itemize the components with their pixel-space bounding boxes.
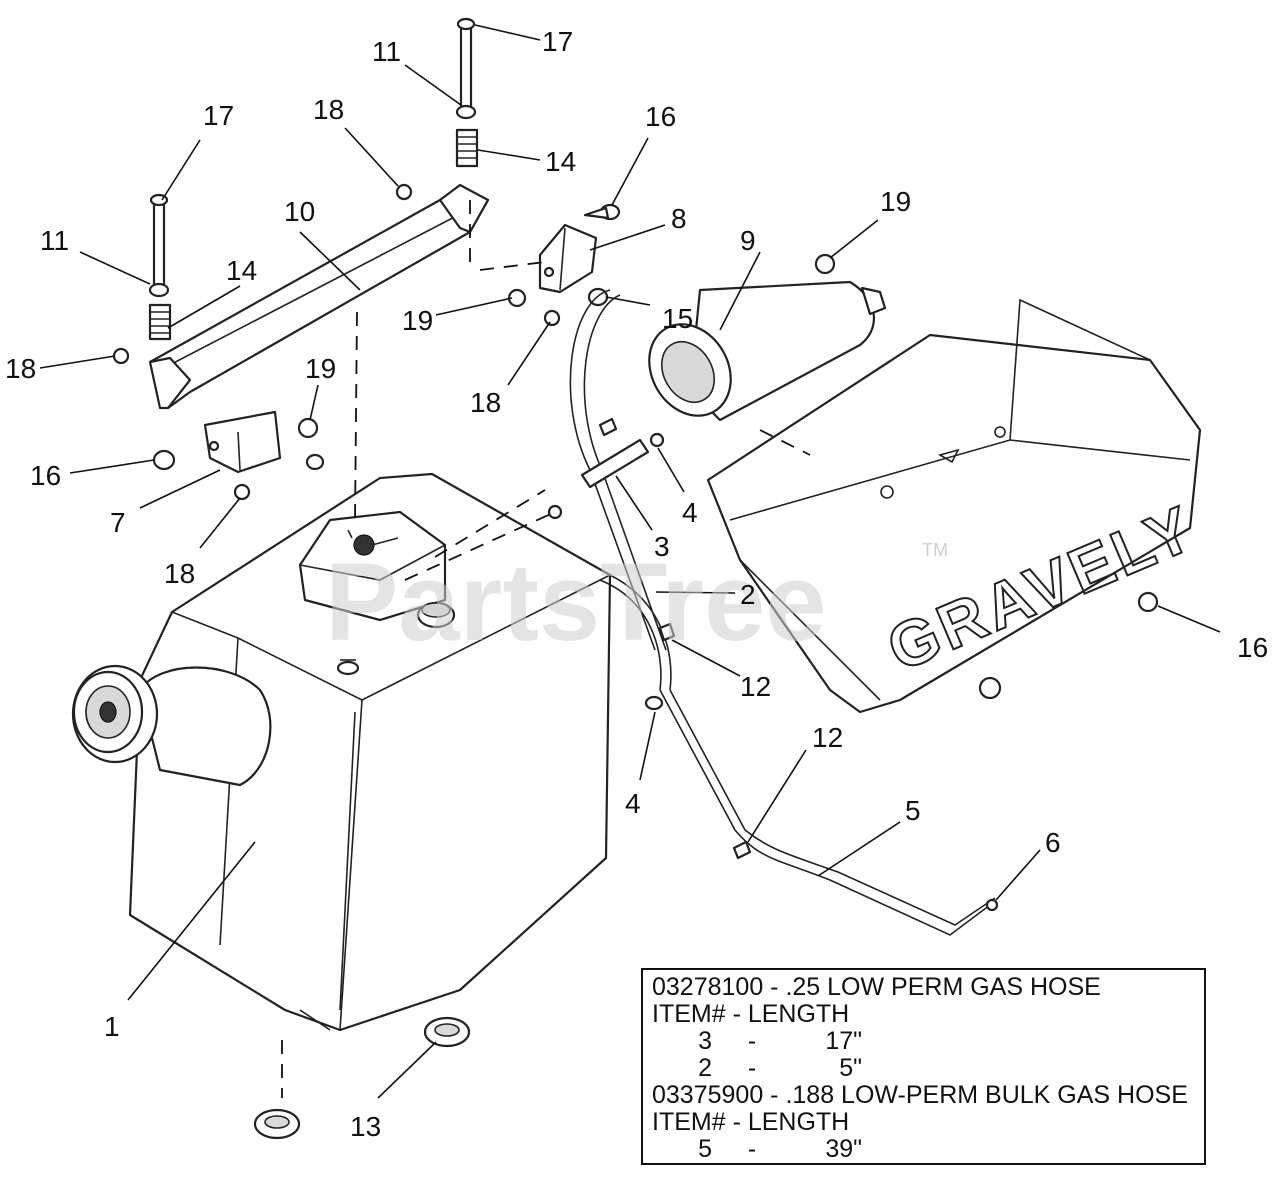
separator: - [747,1135,757,1163]
table-row: 3 - 17" [652,1028,1204,1055]
tank-strap-10 [148,183,490,410]
callout-18: 18 [5,353,36,384]
callout-6: 6 [1045,827,1061,858]
hose2-title: 03375900 - .188 LOW-PERM BULK GAS HOSE [652,1081,1188,1109]
hose1-title: 03278100 - .25 LOW PERM GAS HOSE [652,973,1101,1001]
callout-7: 7 [110,507,126,538]
hose2-header: ITEM# - LENGTH [652,1108,850,1136]
callout-4: 4 [682,497,698,528]
table-row: 5 - 39" [652,1136,1204,1163]
callout-19: 19 [402,305,433,336]
bracket-8 [538,223,598,294]
item-number: 5 [698,1135,712,1163]
separator: - [747,1027,757,1055]
hardware-nuts [112,183,836,501]
callout-17: 17 [203,100,234,131]
callout-16: 16 [645,101,676,132]
fuel-hoses [547,289,999,936]
callout-1: 1 [104,1011,120,1042]
callout-18: 18 [313,94,344,125]
fuel-tank [71,472,612,1032]
bracket-7 [203,410,282,474]
callout-18: 18 [470,387,501,418]
item-number: 3 [698,1027,712,1055]
callout-11: 11 [40,225,69,256]
callout-18: 18 [164,558,195,589]
callout-16: 16 [1237,632,1268,663]
grommet-13 [253,1016,471,1140]
push-pins [152,203,1159,700]
callout-4: 4 [625,788,641,819]
hose1-header: ITEM# - LENGTH [652,1000,850,1028]
fuel-canister-9 [648,280,887,422]
callout-16: 16 [30,460,61,491]
bolt-17-right [455,17,479,168]
callout-17: 17 [542,26,573,57]
separator: - [747,1054,757,1082]
callout-13: 13 [350,1111,381,1142]
assembly-lines [281,200,811,1098]
callout-14: 14 [545,146,576,177]
callout-11: 11 [372,36,401,67]
callout-8: 8 [671,203,687,234]
item-number: 2 [698,1054,712,1082]
table-row: 2 - 5" [652,1055,1204,1082]
callout-15: 15 [662,303,693,334]
callout-9: 9 [740,225,756,256]
bolt-17-left [148,193,172,341]
callout-19: 19 [305,353,336,384]
callout-12: 12 [740,671,771,702]
callout-labels: 17 11 18 14 17 16 10 8 19 11 14 9 19 15 … [5,26,1268,1142]
callout-3: 3 [654,531,670,562]
watermark-text: PartsTree [325,541,826,664]
watermark: PartsTree TM [325,540,948,664]
item-length: 39" [825,1135,862,1163]
item-length: 5" [839,1054,862,1082]
item-length: 17" [825,1027,862,1055]
callout-5: 5 [905,795,921,826]
leader-lines [39,24,1221,1099]
callout-14: 14 [226,255,257,286]
callout-10: 10 [284,196,315,227]
callout-2: 2 [740,579,756,610]
watermark-trademark: TM [922,540,948,560]
hose-length-table: 03278100 - .25 LOW PERM GAS HOSE ITEM# -… [641,968,1206,1165]
callout-19: 19 [880,186,911,217]
callout-12: 12 [812,722,843,753]
